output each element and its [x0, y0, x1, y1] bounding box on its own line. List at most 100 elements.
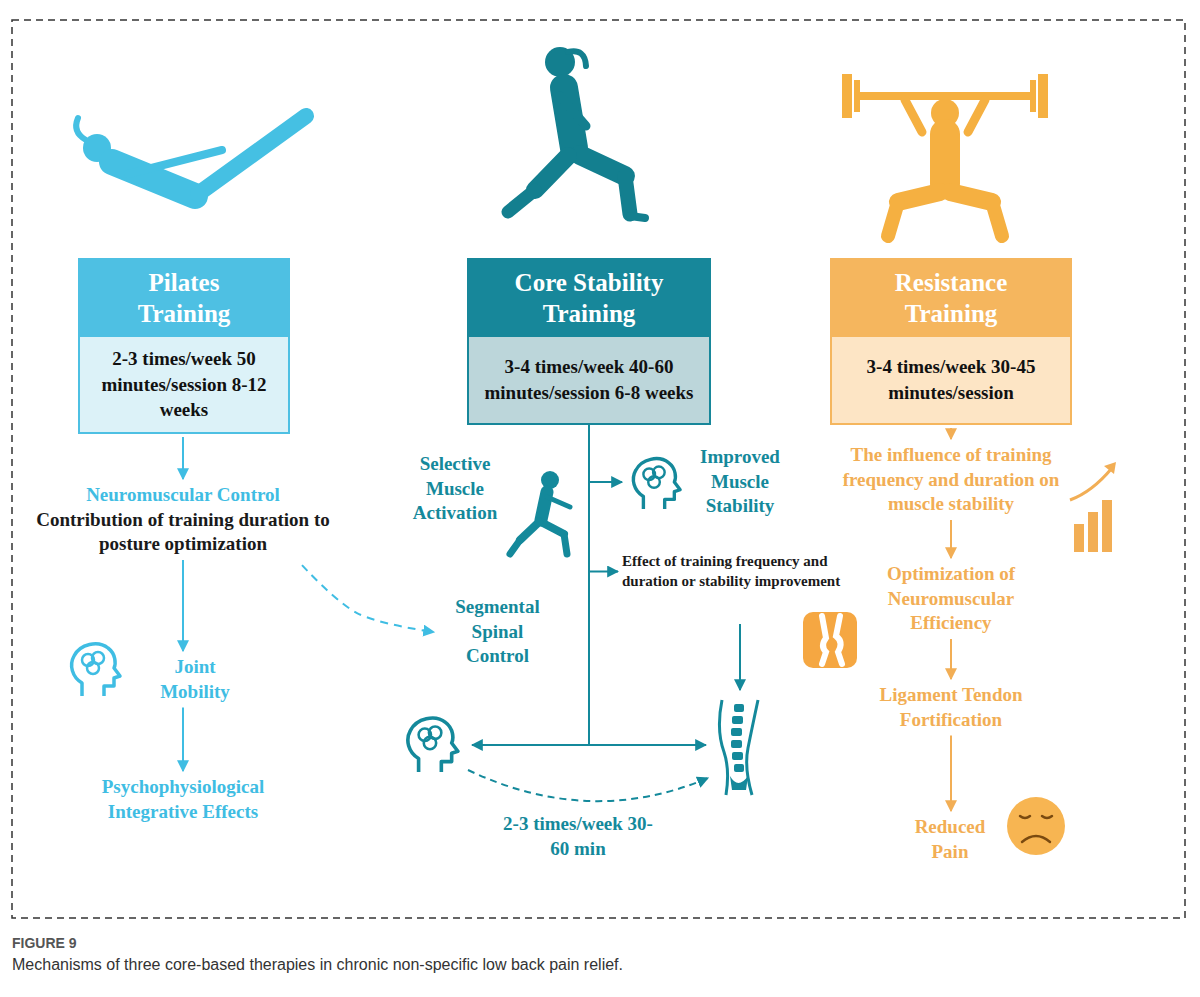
sad-face-icon [1007, 797, 1065, 855]
schedule-text: 2-3 times/week 50 minutes/session 8-12 w… [80, 337, 288, 432]
squat-barbell-figure [854, 80, 860, 112]
stability-to-spine-arrow [739, 624, 741, 690]
training-box: Pilates Training2-3 times/week 50 minute… [78, 258, 290, 434]
spine-icon [734, 704, 744, 712]
spine-icon [731, 728, 742, 736]
box-heading: Resistance Training [832, 260, 1070, 337]
squat-barbell-figure [1030, 80, 1036, 112]
small-lunge-icon [541, 522, 564, 534]
frequency-label: 2-3 times/week 30-60 min [503, 812, 653, 861]
knee-icon [803, 612, 857, 668]
growth-chart-icon [1070, 462, 1116, 552]
growth-chart-icon [1074, 524, 1084, 552]
flow-arrow [182, 560, 184, 651]
figure-caption: Mechanisms of three core-based therapies… [12, 956, 1182, 974]
training-box: Core Stability Training3-4 times/week 40… [467, 258, 711, 425]
flow-label: Reduced Pain [900, 815, 1000, 864]
lunge-figure [535, 156, 568, 190]
growth-chart-icon [1104, 462, 1116, 474]
flow-arrow [589, 425, 618, 572]
flow-arrow [950, 520, 952, 558]
sad-face-icon [1042, 816, 1052, 818]
flow-label: The influence of training frequency and … [830, 443, 1072, 517]
spine-icon [747, 700, 758, 795]
brain-head-icon [626, 453, 684, 511]
squat-barbell-figure [930, 134, 960, 184]
squat-barbell-figure [905, 100, 922, 132]
lunge-figure [568, 51, 586, 66]
schedule-text: 3-4 times/week 30-45 minutes/session [832, 337, 1070, 423]
flow-step: Reduced Pain [900, 815, 1000, 864]
sad-face-icon [1022, 836, 1050, 842]
pilates-head-icon [72, 644, 120, 696]
box-heading: Pilates Training [80, 260, 288, 337]
figure-number: FIGURE 9 [12, 934, 312, 952]
squat-barbell-figure [1038, 74, 1048, 118]
flow-note: Contribution of training duration to pos… [28, 508, 338, 557]
flow-label: Optimization of Neuromuscular Efficiency [870, 562, 1032, 636]
pilates-figure [76, 116, 306, 196]
flow-step: Neuromuscular ControlContribution of tra… [28, 483, 338, 557]
flow-step: Selective Muscle Activation [403, 452, 507, 526]
knee-icon [836, 616, 842, 664]
flow-arrow [182, 707, 184, 771]
flow-label: Segmental Spinal Control [440, 595, 555, 669]
flow-arrow [182, 437, 184, 479]
flow-arrow [950, 428, 952, 439]
flow-step: Segmental Spinal Control [440, 595, 555, 669]
text-holder: Improved Muscle Stability [690, 445, 790, 519]
bottom-brain-icon [408, 718, 458, 772]
small-lunge-icon [547, 497, 570, 507]
dashed-frame [12, 20, 1185, 918]
flow-step: Joint Mobility [145, 655, 245, 704]
growth-chart-icon [1102, 500, 1112, 552]
growth-chart-icon [1070, 468, 1112, 500]
spine-icon [734, 764, 744, 772]
flow-arrow [589, 425, 622, 482]
squat-barbell-figure [968, 100, 985, 132]
spine-icon [730, 776, 748, 790]
spine-icon [719, 700, 727, 795]
spine-icon [719, 700, 758, 795]
flow-label: Improved Muscle Stability [690, 445, 790, 519]
spine-icon [732, 752, 743, 760]
spine-icon [732, 716, 743, 724]
lunge-figure [508, 47, 645, 218]
flow-label: Ligament Tendon Fortification [856, 683, 1046, 732]
spine-icon [731, 740, 742, 748]
pilates-figure [76, 118, 86, 140]
lunge-figure [508, 190, 535, 212]
flow-step: Psychophysiological Integrative Effects [68, 775, 298, 824]
sad-face-icon [1020, 816, 1030, 818]
training-box: Resistance Training3-4 times/week 30-45 … [830, 258, 1072, 425]
flow-step: Ligament Tendon Fortification [856, 683, 1046, 732]
small-lunge-icon [510, 540, 520, 554]
flow-label: Joint Mobility [145, 655, 245, 704]
sad-face-icon [1007, 797, 1065, 855]
pilates-head-icon [72, 644, 120, 696]
knee-icon [822, 616, 826, 664]
flow-step: Optimization of Neuromuscular Efficiency [870, 562, 1032, 636]
small-lunge-icon [510, 471, 570, 554]
lunge-figure [625, 176, 630, 214]
lunge-figure [560, 96, 586, 126]
flow-label: Neuromuscular Control [28, 483, 338, 508]
pilates-figure [128, 150, 222, 174]
box-heading: Core Stability Training [469, 260, 709, 337]
squat-barbell-figure [888, 202, 898, 236]
knee-icon [803, 612, 857, 668]
flow-label: Psychophysiological Integrative Effects [68, 775, 298, 824]
squat-barbell-figure [842, 74, 852, 118]
growth-chart-icon [1088, 512, 1098, 552]
schedule-text: 3-4 times/week 40-60 minutes/session 6-8… [469, 337, 709, 423]
flow-label: Effect of training frequency and duratio… [622, 552, 854, 591]
flow-arrow [302, 565, 434, 632]
flow-step: Effect of training frequency and duratio… [622, 552, 854, 591]
squat-barbell-figure [842, 74, 1048, 236]
frequency-double-arrow [472, 744, 706, 746]
small-lunge-icon [564, 534, 567, 554]
brain-head-icon [633, 459, 680, 509]
squat-barbell-figure [858, 92, 1032, 100]
lunge-figure [630, 216, 645, 218]
